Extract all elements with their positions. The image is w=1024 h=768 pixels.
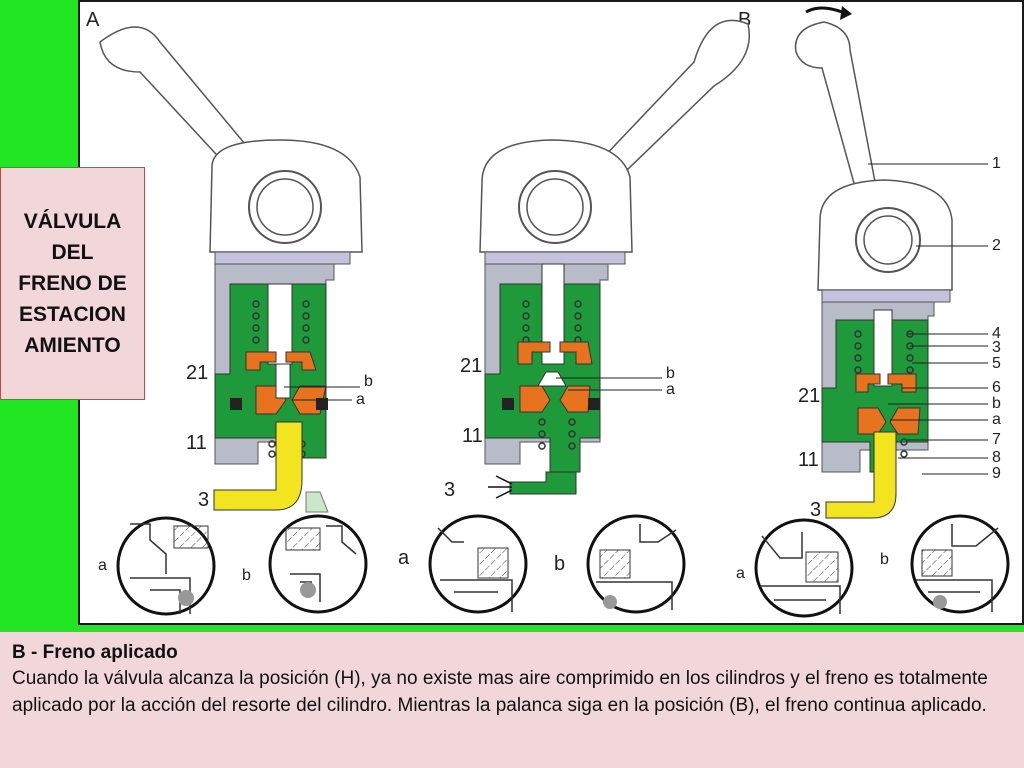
port-11-label-c: 11 [798,449,819,471]
cam-ring [248,170,322,244]
port-3-label-c: 3 [810,499,821,521]
valve-diagram: A 21 11 3 b a [78,0,1024,625]
detail-a-label-3: a [736,565,745,582]
letter-a-label-b: a [666,381,675,398]
port-11-label: 11 [186,432,207,454]
caption-title: B - Freno aplicado [12,642,178,663]
part-b-label: b [992,395,1001,412]
detail-a-label-2: a [398,547,410,569]
port-3-label-b: 3 [444,479,455,501]
part-4-label: 4 [992,325,1001,342]
valve-diagram-svg: A 21 11 3 b a [86,6,1010,618]
slide-title: VÁLVULA DEL FRENO DE ESTACION AMIENTO [18,210,127,357]
part-6-label: 6 [992,379,1001,396]
valve-panel-b: B 21 11 3 b a [444,9,751,501]
port-21-label: 21 [186,362,208,384]
part-2-label: 2 [992,237,1001,254]
detail-circles: a b a b a b [98,514,1010,618]
detail-a-label-1: a [98,557,107,574]
caption-panel: B - Freno aplicado Cuando la válvula alc… [0,632,1024,768]
letter-b-label-b: b [666,365,675,382]
port-3-label: 3 [198,489,209,511]
part-9-label: 9 [992,465,1001,482]
port-11-label-b: 11 [462,425,483,447]
part-8-label: 8 [992,449,1001,466]
detail-circle [754,518,854,618]
detail-b-label-3: b [880,551,889,568]
part-1-label: 1 [992,155,1001,172]
caption-body: Cuando la válvula alcanza la posición (H… [12,668,988,716]
panel-label-a: A [86,9,100,31]
part-7-label: 7 [992,431,1001,448]
part-a-label: a [992,411,1001,428]
port-21-label-c: 21 [798,385,820,407]
letter-a-label: a [356,391,365,408]
detail-b-label-1: b [242,567,251,584]
letter-b-label: b [364,373,373,390]
valve-panel-a: A 21 11 3 b a [86,9,373,513]
detail-b-label-2: b [554,553,565,575]
title-box: VÁLVULA DEL FRENO DE ESTACION AMIENTO [0,167,145,400]
valve-panel-c: 21 11 3 1 2 4 3 5 6 b a 7 8 9 [794,6,1001,521]
part-5-label: 5 [992,355,1001,372]
port-21-label-b: 21 [460,355,482,377]
part-3-label: 3 [992,339,1001,356]
